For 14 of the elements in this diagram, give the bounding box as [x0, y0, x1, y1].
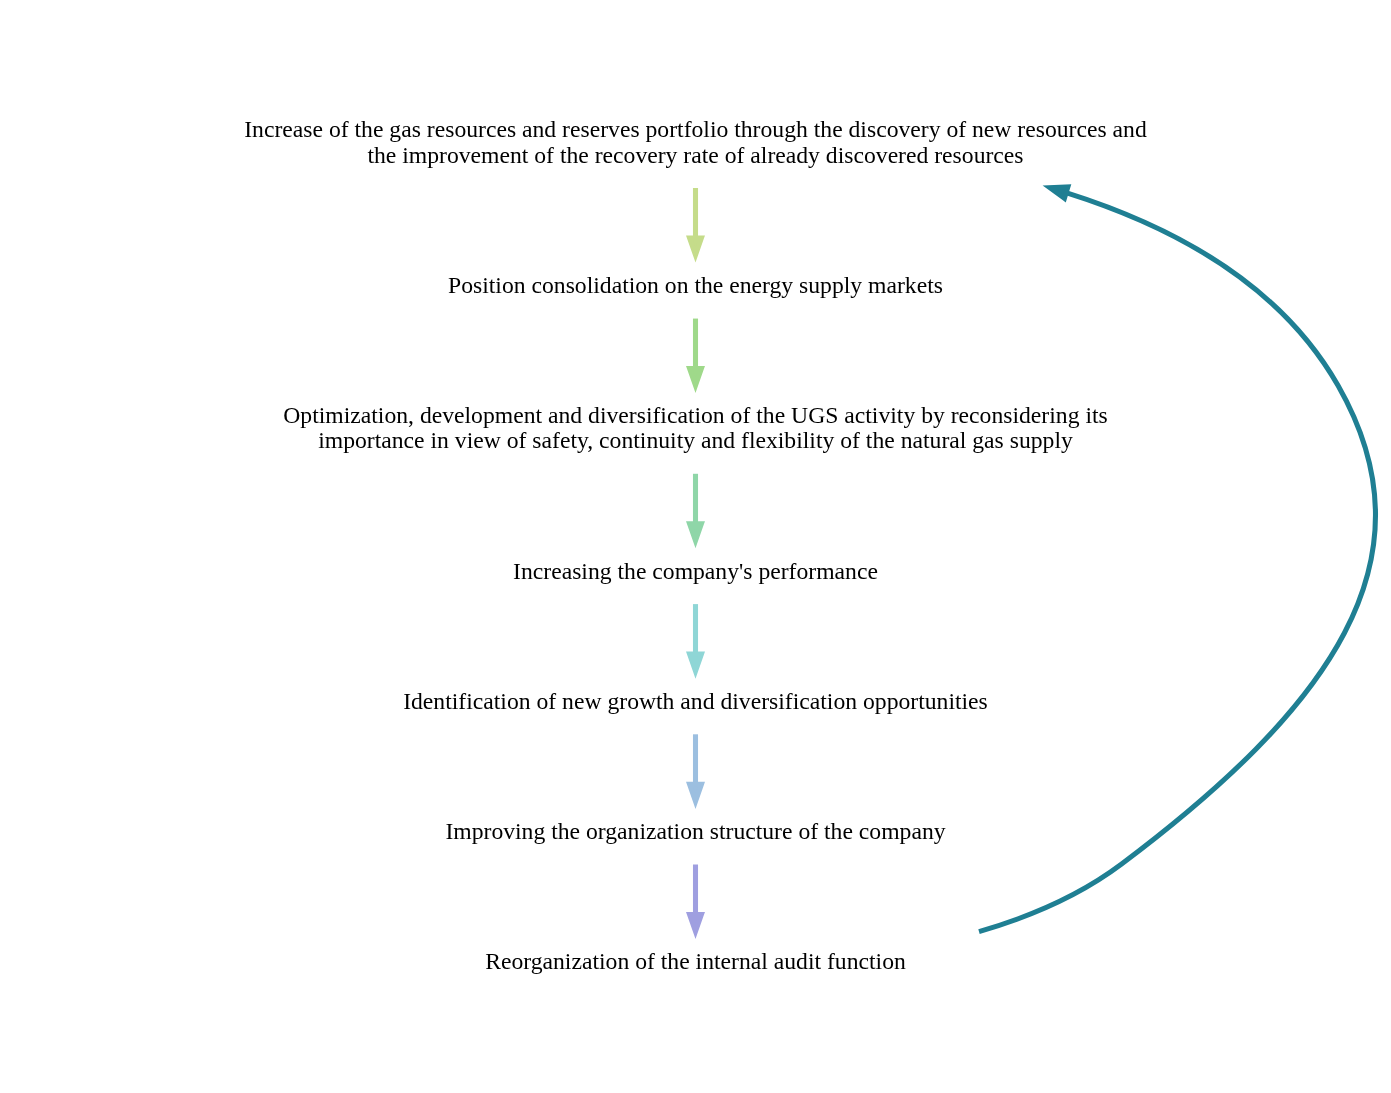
node-text: Position consolidation on the energy supply markets [448, 271, 943, 298]
arrow [686, 603, 705, 679]
node-text: Improving the organization structure of the company [445, 817, 946, 844]
arrow [686, 864, 705, 939]
arrow [686, 733, 705, 809]
arrow [686, 473, 705, 548]
node-text: Increasing the company's performance [513, 557, 878, 584]
arrow [686, 318, 705, 393]
node-text: Identification of new growth and diversification opportunities [403, 687, 988, 714]
node-text: Reorganization of the internal audit function [485, 947, 906, 974]
node-text: Optimization, development and diversification of the UGS activity by reconsidering its importance in view of safety, continuity and flexibility of the natural gas supply [283, 401, 1108, 453]
node-text: Increase of the gas resources and reserves portfolio through the discovery of new resources and the improvement of the recovery rate of already discovered resources [244, 115, 1147, 168]
arrow [686, 187, 705, 263]
arrow [978, 183, 1378, 934]
